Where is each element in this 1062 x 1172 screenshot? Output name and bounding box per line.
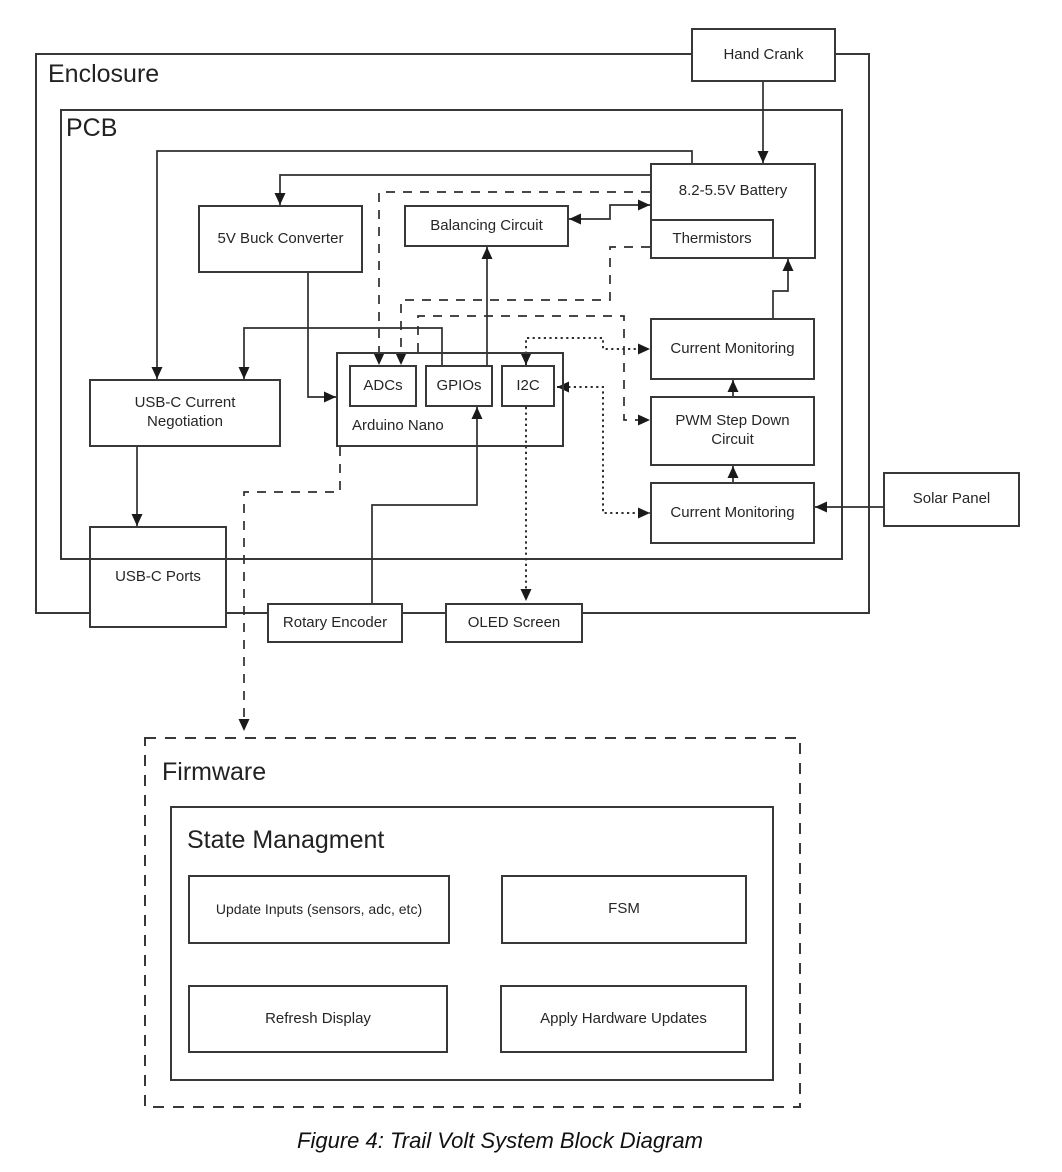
connector-battery-to-usb-negotiation <box>151 150 693 379</box>
pcb-bottom-edge-overlay <box>89 558 227 560</box>
oled-screen-box: OLED Screen <box>445 603 583 643</box>
connector-gpios-to-usb-negotiation <box>238 327 443 379</box>
firmware-label: Firmware <box>162 758 267 786</box>
connector-i2c-current-monitoring-bottom-dotted <box>557 381 650 519</box>
apply-hardware-updates-box: Apply Hardware Updates <box>500 985 747 1053</box>
update-inputs-box: Update Inputs (sensors, adc, etc) <box>188 875 450 944</box>
pcb-label: PCB <box>66 114 118 142</box>
balancing-circuit-box: Balancing Circuit <box>404 205 569 247</box>
arduino-nano-box <box>336 352 564 447</box>
pcb-frame <box>60 109 843 560</box>
solar-panel-box: Solar Panel <box>883 472 1020 527</box>
connector-thermistors-to-adcs-dashed <box>395 246 650 365</box>
refresh-display-box: Refresh Display <box>188 985 448 1053</box>
figure-caption: Figure 4: Trail Volt System Block Diagra… <box>297 1128 703 1153</box>
state-management-label: State Managment <box>187 826 385 854</box>
connector-balancing-battery-bidirectional <box>569 199 650 225</box>
connector-rotary-to-gpios <box>371 407 483 603</box>
connector-current-monitoring-bottom-to-pwm <box>727 466 739 482</box>
gpios-box: GPIOs <box>425 365 493 407</box>
rotary-encoder-box: Rotary Encoder <box>267 603 403 643</box>
firmware-frame <box>144 737 801 1108</box>
connector-negotiation-to-ports <box>131 447 143 526</box>
state-management-frame <box>170 806 774 1081</box>
current-monitoring-top-box: Current Monitoring <box>650 318 815 380</box>
enclosure-label: Enclosure <box>48 60 160 88</box>
connector-gpios-to-balancing <box>481 247 493 365</box>
connector-buck-to-arduino <box>307 273 336 403</box>
current-monitoring-bottom-box: Current Monitoring <box>650 482 815 544</box>
arduino-nano-label: Arduino Nano <box>352 417 444 434</box>
connector-battery-to-adcs-dashed <box>373 191 650 365</box>
fsm-box: FSM <box>501 875 747 944</box>
connector-battery-to-buck-converter <box>274 174 650 205</box>
connector-i2c-to-oled-dotted <box>520 407 532 601</box>
connector-i2c-current-monitoring-top-dotted <box>520 337 650 365</box>
connector-hand-crank-to-battery <box>757 82 769 163</box>
usb-c-ports-box: USB-C Ports <box>89 526 227 628</box>
connector-arduino-to-firmware-dashed <box>238 447 341 731</box>
thermistors-box: Thermistors <box>650 219 774 259</box>
connector-solar-to-current-monitoring-bottom <box>815 501 883 513</box>
connector-pwm-to-current-monitoring-top <box>727 380 739 396</box>
connector-current-monitoring-top-to-battery <box>772 259 794 318</box>
i2c-box: I2C <box>501 365 555 407</box>
usb-c-negotiation-box: USB-C Current Negotiation <box>89 379 281 447</box>
connector-arduino-to-pwm-dashed <box>417 315 650 426</box>
hand-crank-box: Hand Crank <box>691 28 836 82</box>
pwm-step-down-box: PWM Step Down Circuit <box>650 396 815 466</box>
buck-converter-box: 5V Buck Converter <box>198 205 363 273</box>
adcs-box: ADCs <box>349 365 417 407</box>
